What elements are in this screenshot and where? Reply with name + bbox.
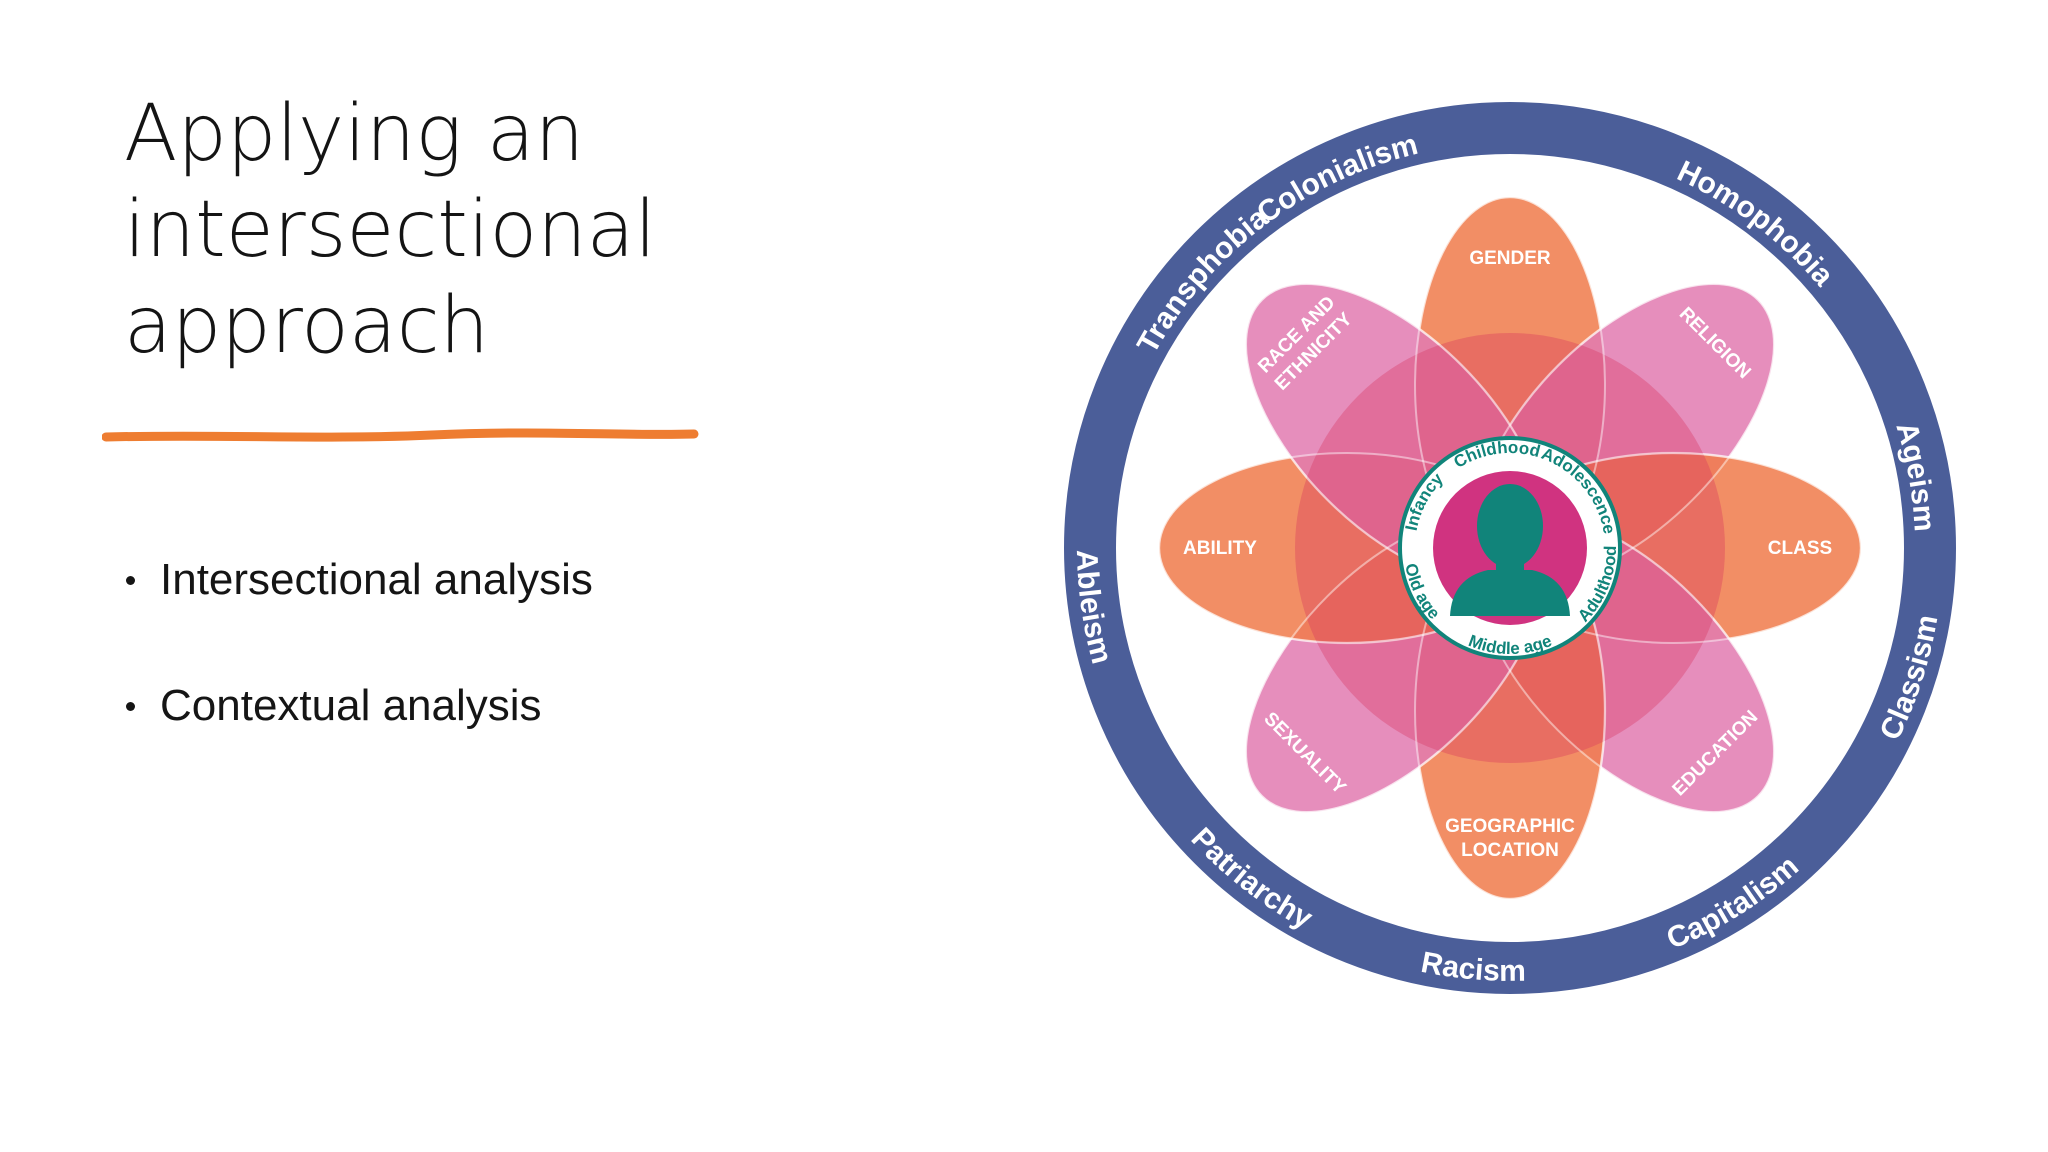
- bullet-text: Contextual analysis: [160, 681, 542, 730]
- bullet-item: Contextual analysis: [124, 682, 593, 730]
- title-line-2: intersectional: [124, 185, 657, 275]
- title-line-3: approach: [124, 281, 490, 371]
- outer-ring-band: [1064, 102, 1956, 994]
- bullet-item: Intersectional analysis: [124, 556, 593, 604]
- person-silhouette-icon: [1450, 484, 1570, 616]
- title-underline: [102, 428, 699, 442]
- bullet-dot: [126, 702, 135, 711]
- bullet-text: Intersectional analysis: [160, 555, 593, 604]
- petal-label: ABILITY: [1183, 538, 1257, 559]
- bullet-list: Intersectional analysis Contextual analy…: [124, 556, 593, 808]
- center-group: InfancyChildhoodAdolescenceAdulthoodMidd…: [1398, 436, 1622, 660]
- petal-label: CLASS: [1768, 538, 1832, 559]
- petal-label: GENDER: [1469, 248, 1551, 269]
- slide-title: Applying an intersectional approach: [124, 86, 764, 374]
- bullet-dot: [126, 576, 135, 585]
- intersectionality-wheel: ColonialismHomophobiaAgeismClassismCapit…: [1064, 102, 1956, 994]
- title-line-1: Applying an: [124, 89, 585, 179]
